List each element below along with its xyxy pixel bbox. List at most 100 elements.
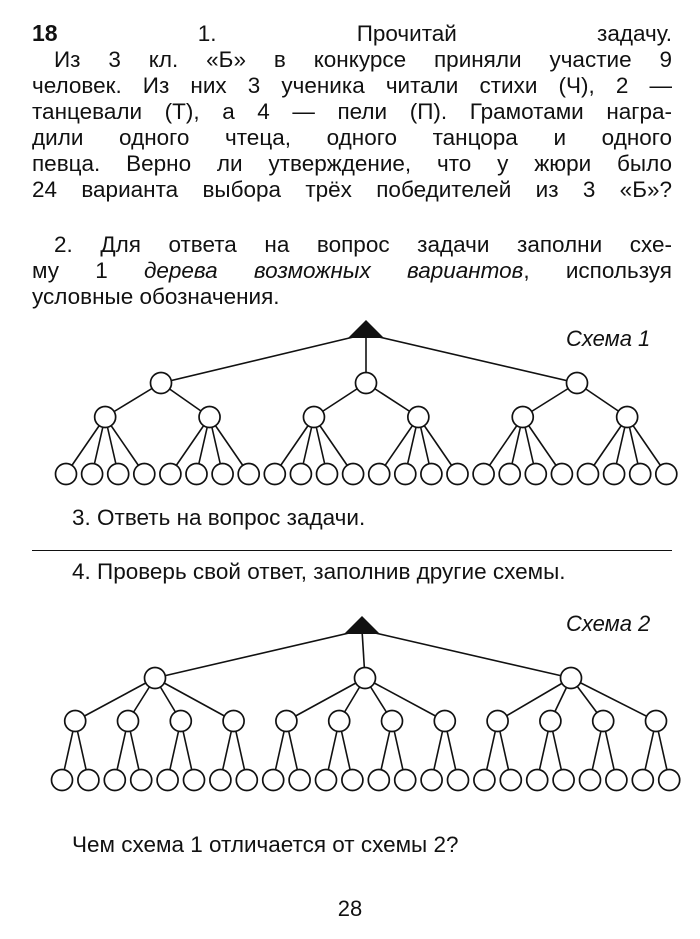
leaf-node[interactable] (77, 768, 100, 792)
task-line-1: 18 1. Прочитай задачу. (32, 20, 672, 46)
branch-line (364, 677, 446, 722)
leaf-node[interactable] (525, 768, 549, 792)
leaf-node[interactable] (185, 462, 208, 486)
leaf-node[interactable] (50, 768, 74, 792)
leaf-node[interactable] (654, 462, 678, 486)
level2-node[interactable] (275, 709, 298, 733)
branch-line (587, 416, 628, 475)
leaf-node[interactable] (550, 462, 574, 486)
level1-node[interactable] (353, 666, 377, 690)
leaf-node[interactable] (393, 768, 417, 792)
level1-node[interactable] (143, 666, 167, 690)
branch-line (313, 416, 354, 475)
leaf-node[interactable] (289, 462, 313, 486)
leaf-node[interactable] (367, 768, 391, 792)
level2-node[interactable] (486, 709, 509, 733)
task-number: 18 (32, 20, 58, 46)
leaf-node[interactable] (367, 462, 391, 486)
leaf-node[interactable] (628, 462, 652, 486)
branch-line (417, 416, 459, 475)
leaf-node[interactable] (261, 768, 285, 792)
level2-node[interactable] (302, 405, 326, 429)
leaf-node[interactable] (657, 768, 681, 792)
branch-line (378, 416, 420, 475)
branch-line (160, 333, 367, 384)
leaf-node[interactable] (499, 768, 523, 792)
level2-node[interactable] (539, 709, 562, 733)
level2-node[interactable] (380, 709, 404, 733)
branch-line (208, 416, 250, 475)
leaf-node[interactable] (103, 768, 127, 792)
level2-node[interactable] (222, 709, 245, 733)
leaf-node[interactable] (314, 768, 338, 792)
level2-node[interactable] (169, 709, 193, 733)
leaf-node[interactable] (288, 768, 311, 792)
leaf-node[interactable] (498, 462, 522, 486)
branch-line (154, 629, 363, 679)
task-line-7: 24 варианта выбора трёх победителей из 3… (32, 177, 672, 202)
page-number: 28 (337, 896, 363, 921)
branch-line (497, 677, 572, 722)
task-line-5: дили одного чтеца, одного танцора и одно… (32, 125, 672, 150)
task-line-6: певца. Верно ли утверждение, что у жюри … (32, 151, 672, 176)
leaf-node[interactable] (576, 462, 600, 486)
section-divider (32, 550, 672, 551)
level2-node[interactable] (591, 709, 615, 733)
leaf-node[interactable] (80, 462, 104, 486)
leaf-node[interactable] (631, 768, 655, 792)
level2-node[interactable] (511, 405, 535, 429)
leaf-node[interactable] (473, 768, 496, 792)
level2-node[interactable] (93, 405, 117, 429)
leaf-node[interactable] (472, 462, 495, 486)
step2-line-2: му 1 дерева возможных вариантов, использ… (32, 258, 672, 283)
leaf-node[interactable] (106, 462, 130, 486)
leaf-node[interactable] (602, 462, 626, 486)
scheme1-tree[interactable] (0, 306, 700, 506)
step3-text: 3. Ответь на вопрос задачи. (72, 505, 366, 530)
level2-node[interactable] (615, 405, 639, 429)
scheme2-tree[interactable] (0, 600, 700, 800)
leaf-node[interactable] (341, 462, 365, 486)
level1-node[interactable] (149, 371, 173, 395)
term-decision-tree: дерева возможных вариантов (143, 258, 524, 283)
leaf-node[interactable] (341, 768, 364, 792)
leaf-node[interactable] (235, 768, 259, 792)
leaf-node[interactable] (446, 462, 469, 486)
level1-node[interactable] (559, 666, 583, 690)
level2-node[interactable] (327, 709, 351, 733)
level1-node[interactable] (354, 371, 378, 395)
step2-line-3: условные обозначения. (32, 284, 280, 309)
branch-line (482, 416, 524, 475)
leaf-node[interactable] (129, 768, 153, 792)
level2-node[interactable] (433, 709, 457, 733)
leaf-node[interactable] (211, 462, 234, 486)
leaf-node[interactable] (182, 768, 206, 792)
branch-line (361, 629, 572, 679)
leaf-node[interactable] (420, 768, 443, 792)
level2-node[interactable] (116, 709, 140, 733)
branch-line (65, 416, 106, 475)
leaf-node[interactable] (420, 462, 443, 486)
step2-text: 2. Для ответа на вопрос задачи заполни с… (32, 232, 672, 310)
leaf-node[interactable] (446, 768, 470, 792)
leaf-node[interactable] (524, 462, 548, 486)
level1-node[interactable] (565, 371, 589, 395)
leaf-node[interactable] (578, 768, 602, 792)
level2-node[interactable] (644, 709, 668, 733)
leaf-node[interactable] (552, 768, 575, 792)
leaf-node[interactable] (605, 768, 628, 792)
leaf-node[interactable] (315, 462, 339, 486)
leaf-node[interactable] (237, 462, 261, 486)
leaf-node[interactable] (209, 768, 232, 792)
leaf-node[interactable] (54, 462, 78, 486)
leaf-node[interactable] (132, 462, 156, 486)
level2-node[interactable] (198, 405, 221, 429)
leaf-node[interactable] (159, 462, 182, 486)
level2-node[interactable] (407, 405, 430, 429)
branch-line (104, 416, 145, 475)
branch-line (570, 677, 657, 722)
leaf-node[interactable] (263, 462, 287, 486)
leaf-node[interactable] (393, 462, 417, 486)
level2-node[interactable] (63, 709, 87, 733)
leaf-node[interactable] (156, 768, 179, 792)
